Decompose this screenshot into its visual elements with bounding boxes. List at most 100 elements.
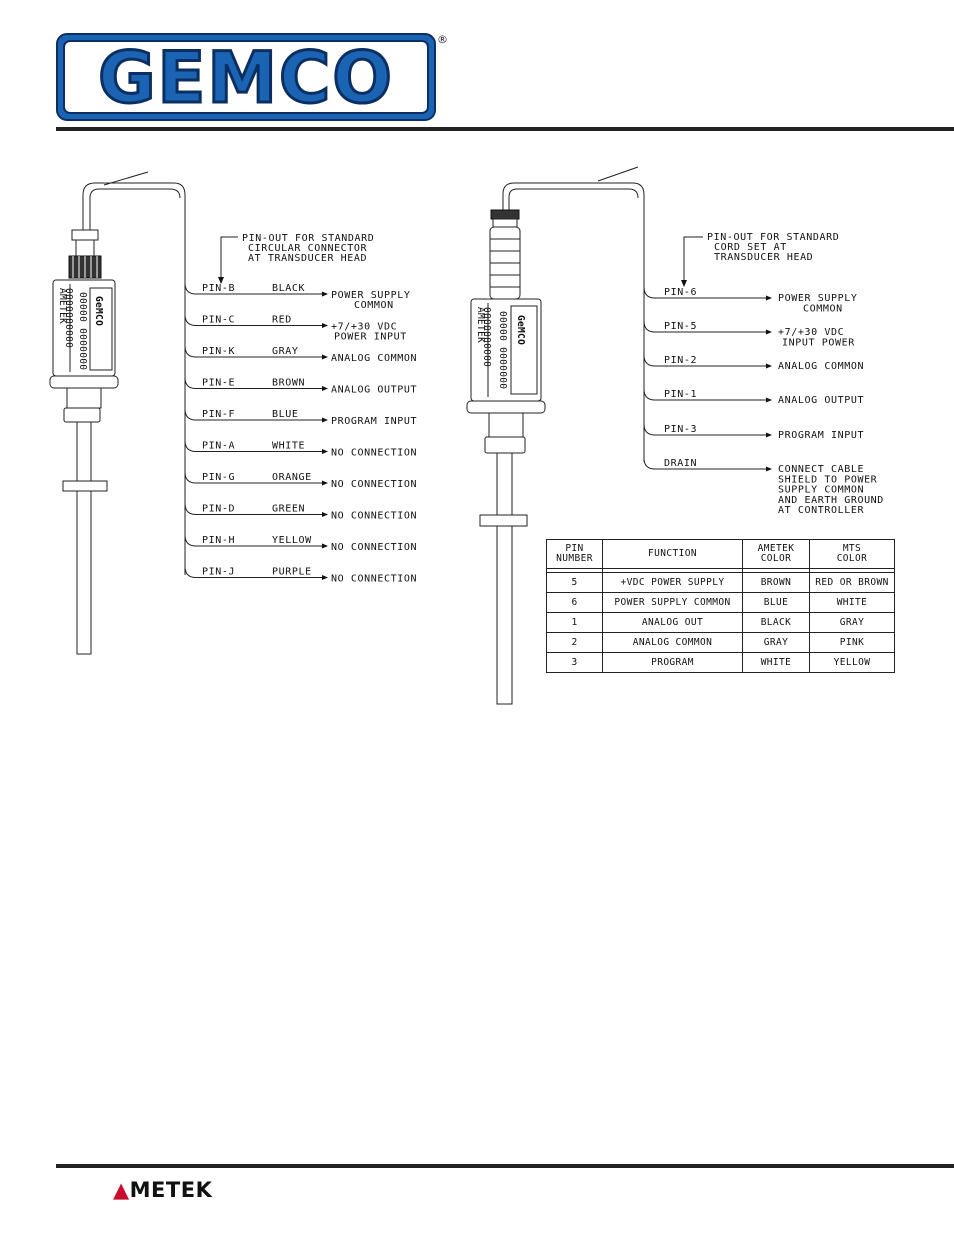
right-pin-label: PIN-5 [664, 321, 697, 332]
svg-text:GeMCO: GeMCO [93, 296, 104, 326]
right-title-line-1: PIN-OUT FOR STANDARD [707, 232, 839, 243]
ametek-triangle-icon: ▲ [113, 1178, 130, 1202]
left-pin-function: POWER INPUT [334, 332, 407, 343]
left-pin-label: PIN-G [202, 472, 235, 483]
right-title-line-3: TRANSDUCER HEAD [714, 252, 813, 263]
left-pin-label: PIN-C [202, 315, 235, 326]
right-pin-function: +7/+30 VDC [778, 327, 844, 338]
left-pin-row: PIN-A WHITE NO CONNECTION [184, 440, 417, 459]
left-pin-label: PIN-H [202, 535, 235, 546]
right-pin-function: PROGRAM INPUT [778, 430, 864, 441]
left-wire-color: PURPLE [272, 567, 312, 578]
svg-text:GeMCO: GeMCO [515, 315, 526, 345]
wiring-diagram: GeMCO AMETEK 0000000000 00000 0000000 PI… [49, 166, 884, 705]
left-pin-label: PIN-F [202, 409, 235, 420]
ametek-logo: ▲METEK [113, 1178, 212, 1202]
svg-text:AMETEK: AMETEK [475, 307, 486, 343]
svg-text:00000 0000000: 00000 0000000 [497, 311, 508, 389]
left-pin-row: PIN-K GRAY ANALOG COMMON [184, 345, 417, 364]
left-title-line-3: AT TRANSDUCER HEAD [248, 253, 367, 264]
left-wire-color: BROWN [272, 378, 305, 389]
right-pin-function: INPUT POWER [782, 337, 855, 348]
left-pin-row: PIN-H YELLOW NO CONNECTION [184, 534, 417, 553]
left-transducer-drawing: GeMCO AMETEK 0000000000 00000 0000000 [49, 171, 186, 655]
right-title-line-2: CORD SET AT [714, 242, 787, 253]
right-pin-function: ANALOG COMMON [778, 361, 864, 372]
header-function: FUNCTION [602, 539, 743, 569]
header-rule [56, 127, 954, 131]
left-pin-function: POWER SUPPLY [331, 290, 410, 301]
ametek-logo-text: METEK [129, 1178, 213, 1202]
left-wire-color: BLACK [272, 283, 305, 294]
right-transducer-drawing: GeMCO AMETEK 0000000000 00000 0000000 [466, 166, 645, 705]
left-pin-label: PIN-K [202, 346, 235, 357]
gemco-logo: GEMCO [56, 33, 436, 121]
registered-mark: ® [437, 33, 448, 46]
left-wire-color: RED [272, 315, 292, 326]
right-pin-label: PIN-6 [664, 287, 697, 298]
left-pin-function: ANALOG OUTPUT [331, 385, 417, 396]
left-wire-color: BLUE [272, 409, 298, 420]
left-pin-function: NO CONNECTION [331, 542, 417, 553]
right-pin-function: AND EARTH GROUND [778, 495, 884, 506]
left-pin-row: PIN-J PURPLE NO CONNECTION [184, 566, 417, 585]
svg-text:00000 0000000: 00000 0000000 [77, 292, 88, 370]
left-pin-function: COMMON [354, 300, 394, 311]
left-title-line-2: CIRCULAR CONNECTOR [248, 243, 368, 254]
right-pin-function: CONNECT CABLE [778, 464, 864, 475]
left-pin-label: PIN-B [202, 283, 235, 294]
left-title-line-1: PIN-OUT FOR STANDARD [242, 233, 374, 244]
left-pin-function: ANALOG COMMON [331, 353, 417, 364]
svg-text:AMETEK: AMETEK [57, 288, 68, 324]
right-pin-label: DRAIN [664, 458, 697, 469]
left-wire-color: GRAY [272, 346, 298, 357]
right-pin-function: POWER SUPPLY [778, 293, 857, 304]
right-pin-function: COMMON [803, 303, 843, 314]
left-pin-function: NO CONNECTION [331, 574, 417, 585]
right-pin-function: ANALOG OUTPUT [778, 395, 864, 406]
left-pin-function: NO CONNECTION [331, 511, 417, 522]
left-pin-row: PIN-G ORANGE NO CONNECTION [184, 471, 417, 490]
left-wire-color: GREEN [272, 504, 305, 515]
right-pin-function: AT CONTROLLER [778, 505, 864, 516]
left-wire-color: ORANGE [272, 472, 312, 483]
right-pin-label: PIN-2 [664, 355, 697, 366]
left-pin-label: PIN-E [202, 378, 235, 389]
left-pin-function: +7/+30 VDC [331, 322, 397, 333]
svg-text:0000000000: 0000000000 [63, 288, 74, 348]
gemco-logo-text: GEMCO [98, 37, 394, 119]
left-pin-label: PIN-J [202, 567, 235, 578]
left-pin-label: PIN-A [202, 441, 235, 452]
left-pin-function: NO CONNECTION [331, 479, 417, 490]
footer-rule [56, 1164, 954, 1168]
left-wire-color: WHITE [272, 441, 305, 452]
right-pin-label: PIN-3 [664, 424, 697, 435]
right-pin-label: PIN-1 [664, 389, 697, 400]
right-pin-function: SUPPLY COMMON [778, 485, 864, 496]
left-pin-function: NO CONNECTION [331, 448, 417, 459]
left-wire-color: YELLOW [272, 535, 312, 546]
right-pin-function: SHIELD TO POWER [778, 474, 878, 485]
